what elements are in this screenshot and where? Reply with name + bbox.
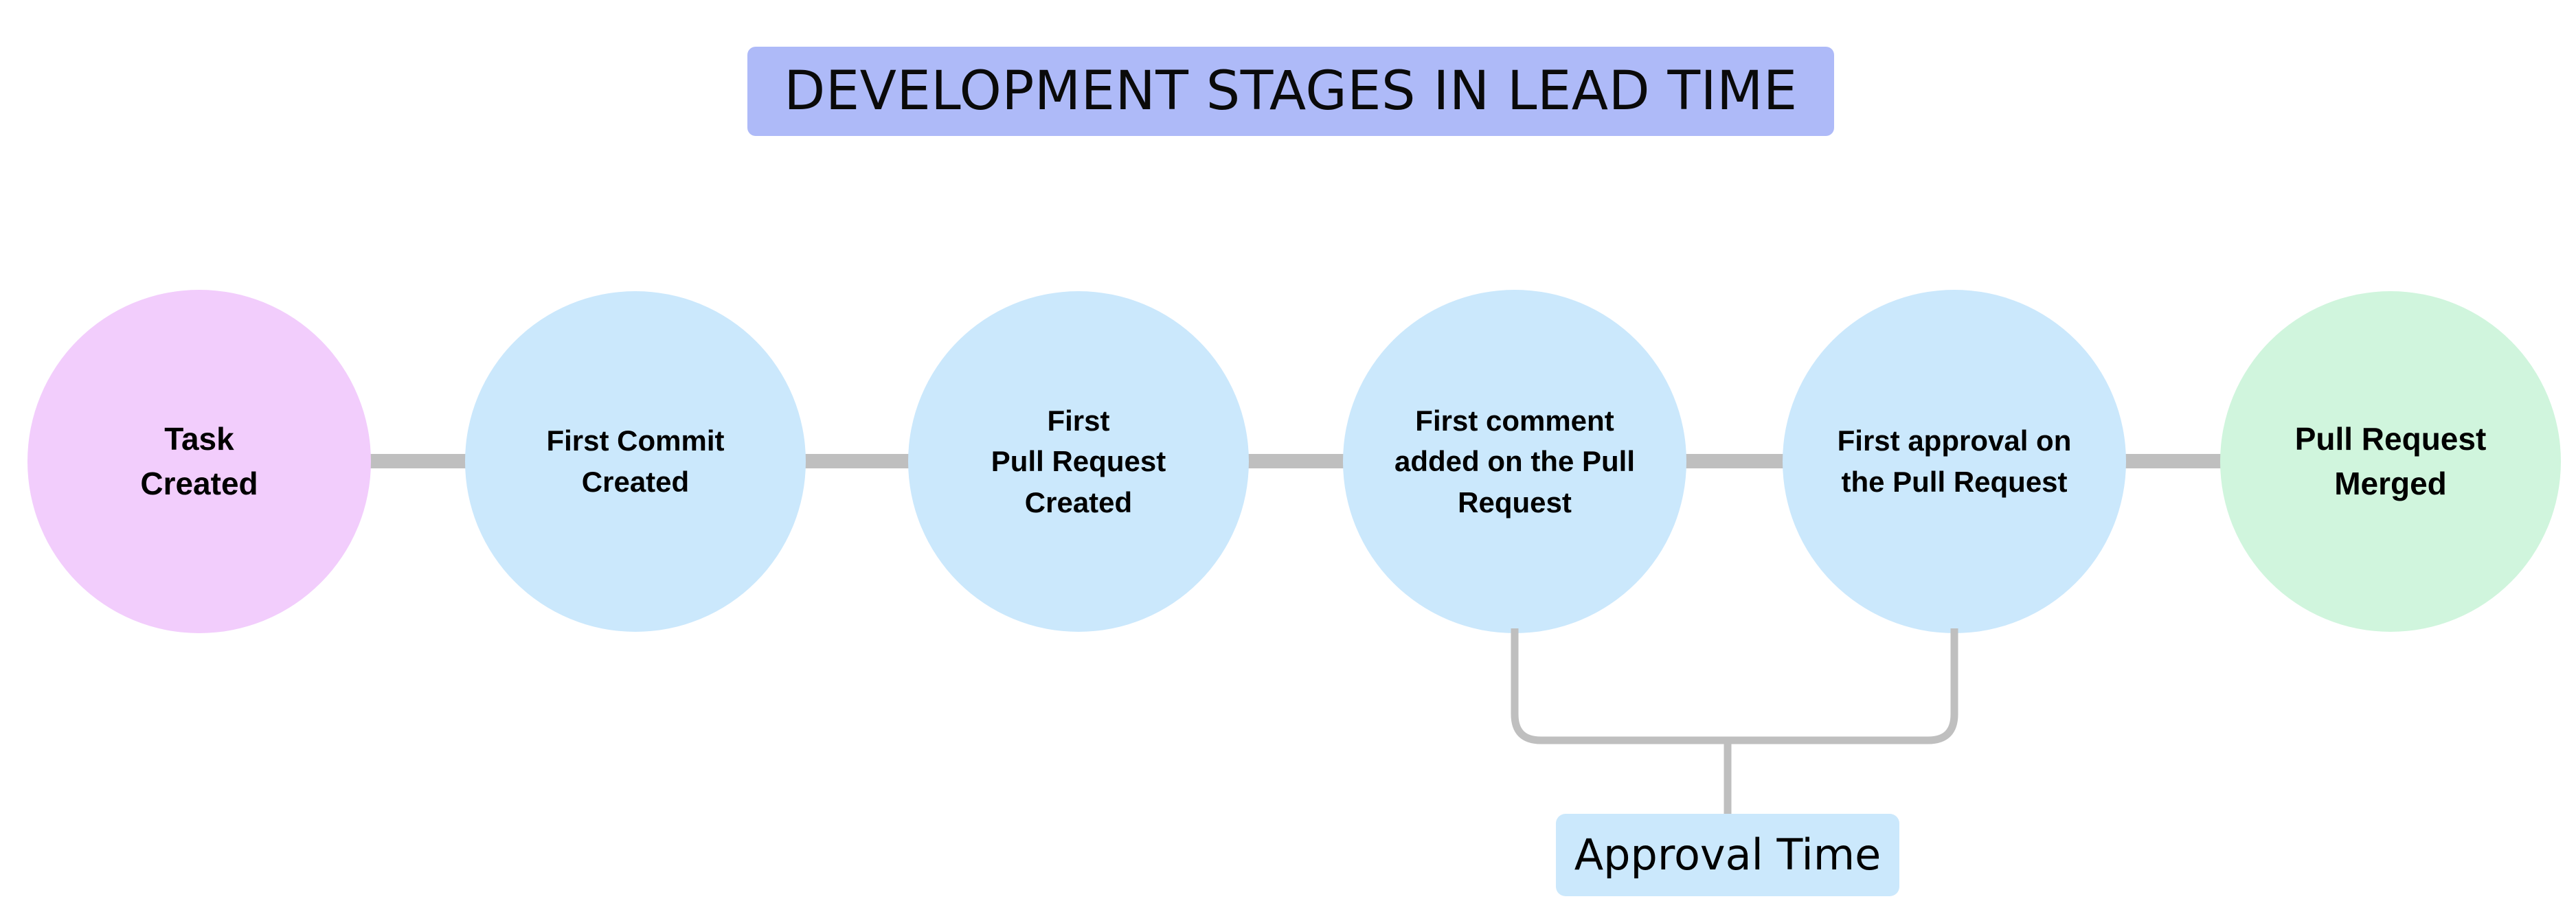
connector-approval-to-merged bbox=[2123, 454, 2224, 468]
stage-node-first-comment-on-pull-request[interactable]: First comment added on the Pull Request bbox=[1343, 290, 1686, 633]
approval-bracket-path bbox=[1511, 628, 1958, 744]
connector-commit-to-pr bbox=[802, 454, 911, 468]
connector-task-to-commit bbox=[363, 454, 473, 468]
approval-time-badge[interactable]: Approval Time bbox=[1556, 814, 1899, 896]
connector-pr-to-comment bbox=[1245, 454, 1348, 468]
stage-node-first-commit-created[interactable]: First Commit Created bbox=[465, 291, 806, 632]
stage-label-task-created: Task Created bbox=[140, 420, 258, 501]
diagram-title-banner: DEVELOPMENT STAGES IN LEAD TIME bbox=[747, 47, 1834, 136]
connector-comment-to-approval bbox=[1682, 454, 1786, 468]
approval-time-label: Approval Time bbox=[1574, 830, 1882, 880]
stage-node-first-approval-on-pull-request[interactable]: First approval on the Pull Request bbox=[1783, 290, 2126, 633]
stage-node-pull-request-merged[interactable]: Pull Request Merged bbox=[2220, 291, 2561, 632]
stage-node-first-pull-request-created[interactable]: First Pull Request Created bbox=[908, 291, 1249, 632]
stage-label-first-comment-on-pull-request: First comment added on the Pull Request bbox=[1394, 404, 1635, 519]
stage-node-task-created[interactable]: Task Created bbox=[27, 290, 371, 633]
page-title: DEVELOPMENT STAGES IN LEAD TIME bbox=[784, 60, 1798, 122]
stage-label-first-commit-created: First Commit Created bbox=[546, 424, 725, 498]
stage-label-first-approval-on-pull-request: First approval on the Pull Request bbox=[1837, 424, 2072, 498]
stage-label-pull-request-merged: Pull Request Merged bbox=[2294, 420, 2487, 501]
stage-label-first-pull-request-created: First Pull Request Created bbox=[991, 404, 1166, 519]
